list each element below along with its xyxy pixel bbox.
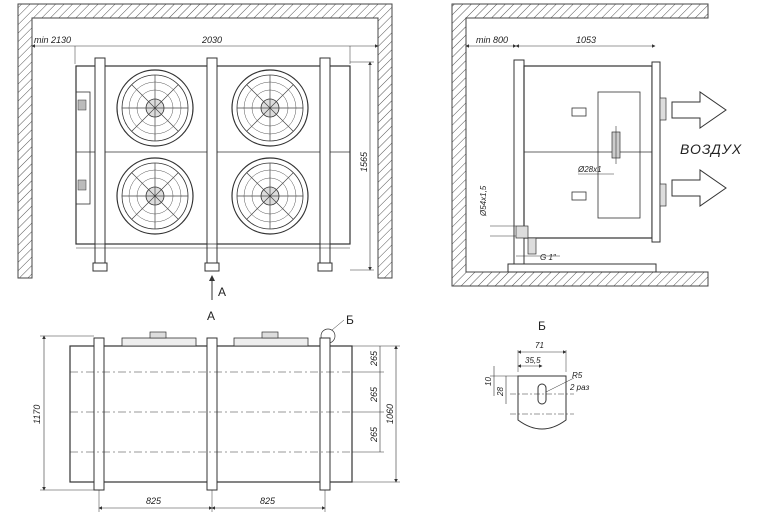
detail-h2: 28 — [496, 387, 505, 397]
top-spacing-1: 265 — [369, 350, 379, 367]
side-min-clearance: min 800 — [476, 35, 508, 45]
side-view: min 800 1053 ВОЗДУХ Ø28x1 Ø54x1,5 G 1" — [451, 3, 742, 287]
drain-dim: G 1" — [540, 253, 557, 262]
detail-b: Б 71 35,5 10 28 R5 2 paз — [484, 319, 590, 430]
detail-width: 71 — [535, 341, 544, 350]
air-arrow-bottom-icon — [671, 169, 727, 207]
top-detail-marker: Б — [346, 313, 354, 327]
top-view: А Б 1170 265 265 265 1060 — [32, 309, 400, 512]
fan-top-left-icon — [116, 69, 194, 147]
front-width-dim: 2030 — [201, 35, 222, 45]
air-label: ВОЗДУХ — [680, 141, 742, 157]
detail-b-title: Б — [538, 319, 546, 333]
detail-slots: 2 paз — [569, 383, 590, 392]
front-room-wall — [17, 3, 393, 279]
detail-h1: 10 — [484, 377, 493, 386]
fan-top-right-icon — [231, 69, 309, 147]
fan-bottom-right-icon — [231, 157, 309, 235]
top-spacing-3: 265 — [369, 426, 379, 443]
side-depth-dim: 1053 — [576, 35, 596, 45]
front-post-right — [319, 57, 331, 271]
inlet-dim: Ø54x1,5 — [479, 185, 488, 217]
detail-radius: R5 — [572, 371, 583, 380]
front-min-clearance: min 2130 — [34, 35, 71, 45]
fan-bottom-left-icon — [116, 157, 194, 235]
top-spacing-2: 265 — [369, 386, 379, 403]
top-bolt-pitch: 1060 — [385, 404, 395, 424]
front-view-arrow-label: А — [218, 285, 226, 299]
top-bottom-dim-1: 825 — [146, 496, 162, 506]
front-height-dim: 1565 — [359, 151, 369, 172]
front-view: min 2130 2030 — [17, 3, 393, 300]
detail-half: 35,5 — [525, 356, 541, 365]
top-depth-dim: 1170 — [32, 405, 42, 424]
outlet-dim: Ø28x1 — [577, 165, 602, 174]
front-post-mid — [206, 57, 218, 271]
front-post-left — [94, 57, 106, 271]
air-arrow-top-icon — [671, 91, 727, 129]
side-room-wall — [451, 3, 709, 287]
top-bottom-dim-2: 825 — [260, 496, 276, 506]
top-view-marker: А — [207, 309, 215, 323]
